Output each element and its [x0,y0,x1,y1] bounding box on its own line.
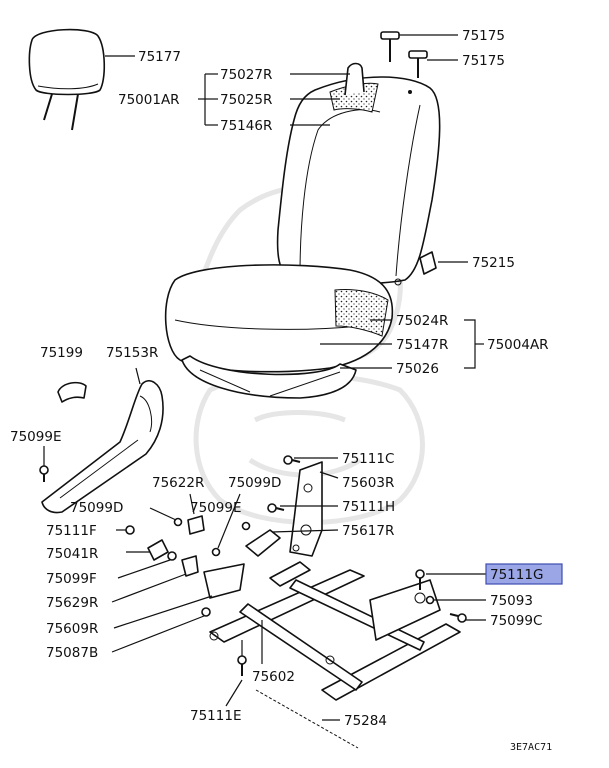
callout-75099D-mid[interactable]: 75099D [228,475,281,491]
seat-back-clip [419,251,437,275]
seat-cushion [164,264,394,399]
bolt-d [173,517,183,527]
callout-75093[interactable]: 75093 [490,593,533,609]
seat-back [276,62,441,285]
callout-75199[interactable]: 75199 [40,345,83,361]
recliner-lever [245,529,281,557]
callout-75001AR[interactable]: 75001AR [118,92,180,108]
cover-629 [181,555,199,577]
diagram-code: 3E7AC71 [510,742,552,753]
callout-75026[interactable]: 75026 [396,361,439,377]
knob-cap [57,381,87,403]
headrest [28,28,106,131]
callout-75153R[interactable]: 75153R [106,345,158,361]
callout-75629R[interactable]: 75629R [46,595,98,611]
bolt-f [125,525,135,535]
callout-75175b[interactable]: 75175 [462,53,505,69]
callout-75215[interactable]: 75215 [472,255,515,271]
bolt-f2 [167,551,177,561]
callout-75603R[interactable]: 75603R [342,475,394,491]
callout-75004AR[interactable]: 75004AR [487,337,549,353]
cover-609 [203,563,245,599]
callout-75177[interactable]: 75177 [138,49,181,65]
nut-093 [425,595,435,605]
callout-75617R[interactable]: 75617R [342,523,394,539]
bolt-e-bottom [237,655,247,676]
callout-75099F[interactable]: 75099F [46,571,97,587]
callout-75099D-left[interactable]: 75099D [70,500,123,516]
callout-75111H[interactable]: 75111H [342,499,395,515]
bolt-e-mid [241,521,251,531]
callout-75111C[interactable]: 75111C [342,451,394,467]
callout-75609R[interactable]: 75609R [46,621,98,637]
side-cover [41,380,164,514]
callout-75027R[interactable]: 75027R [220,67,272,83]
callout-75099C[interactable]: 75099C [490,613,542,629]
wire-284 [255,689,359,749]
highlight-box-75111G [485,563,563,585]
trim-cover [147,539,169,561]
recliner-bracket [289,461,323,557]
callout-75111F[interactable]: 75111F [46,523,97,539]
callout-75602[interactable]: 75602 [252,669,295,685]
callout-75111E[interactable]: 75111E [190,708,241,724]
bolt-c [283,455,301,465]
bolt-c2 [449,613,467,623]
bolt-left [39,465,49,482]
callout-75099E-mid[interactable]: 75099E [190,500,241,516]
clip-622 [187,515,205,535]
callout-75099E-left[interactable]: 75099E [10,429,61,445]
callout-75146R[interactable]: 75146R [220,118,272,134]
callout-75025R[interactable]: 75025R [220,92,272,108]
bolt-h [267,503,285,513]
headrest-guide-parts [380,31,428,78]
callout-75024R[interactable]: 75024R [396,313,448,329]
callout-75175a[interactable]: 75175 [462,28,505,44]
callout-75147R[interactable]: 75147R [396,337,448,353]
nut-087 [201,607,211,617]
seat-rail-frame [209,561,461,701]
callout-75284[interactable]: 75284 [344,713,387,729]
bolt-g [415,569,425,590]
callout-75111G[interactable]: 75111G [490,567,543,583]
callout-75087B[interactable]: 75087B [46,645,98,661]
callout-75041R[interactable]: 75041R [46,546,98,562]
bolt-d-mid [211,547,221,557]
callout-75622R[interactable]: 75622R [152,475,204,491]
